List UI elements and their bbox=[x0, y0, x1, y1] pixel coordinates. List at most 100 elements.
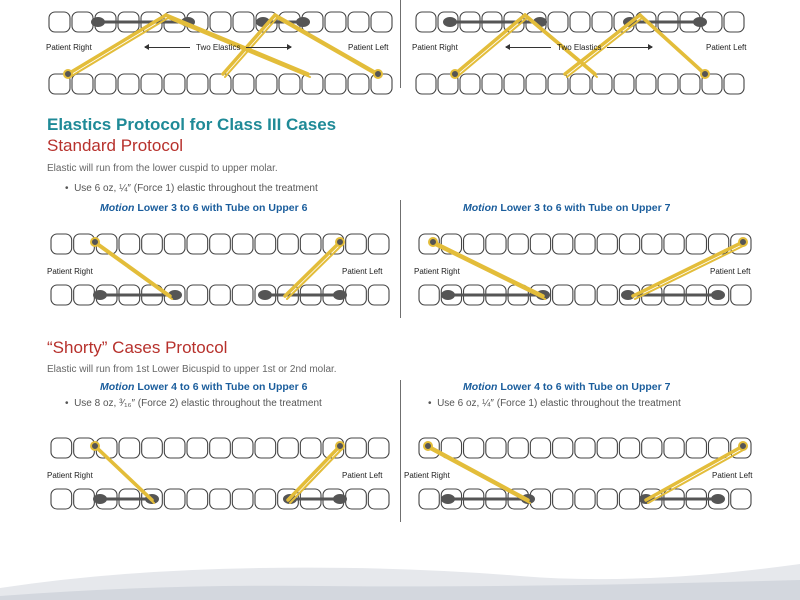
elastic-band bbox=[69, 17, 169, 78]
column-divider-section1 bbox=[400, 200, 401, 318]
tooth bbox=[485, 233, 507, 255]
upper-teeth-row bbox=[418, 233, 752, 255]
tooth bbox=[186, 488, 209, 510]
tooth bbox=[209, 73, 232, 95]
tooth bbox=[618, 437, 641, 459]
tooth bbox=[367, 437, 390, 459]
molar-tube bbox=[258, 290, 272, 300]
elastic-band bbox=[429, 448, 531, 504]
tooth bbox=[163, 233, 186, 255]
tooth bbox=[507, 233, 529, 255]
tooth bbox=[232, 73, 255, 95]
section2-left-heading: Motion Lower 4 to 6 with Tube on Upper 6 bbox=[100, 381, 307, 393]
dental-diagram-standard-lower3-upper7 bbox=[418, 233, 752, 306]
upper-teeth-row bbox=[415, 11, 745, 33]
dental-diagram-top-left bbox=[48, 11, 393, 95]
tooth bbox=[48, 11, 71, 33]
tooth bbox=[231, 284, 254, 306]
upper-teeth-row bbox=[418, 437, 752, 459]
tooth bbox=[367, 284, 390, 306]
elastic-band bbox=[641, 17, 708, 78]
lower-teeth-row bbox=[48, 73, 393, 95]
tooth bbox=[277, 233, 299, 255]
tooth bbox=[418, 284, 440, 306]
tooth bbox=[481, 73, 503, 95]
tooth bbox=[685, 233, 708, 255]
tooth bbox=[254, 437, 277, 459]
section1-right-patient-left: Patient Left bbox=[710, 267, 751, 276]
tooth bbox=[574, 233, 596, 255]
tooth bbox=[278, 73, 301, 95]
tooth bbox=[367, 488, 390, 510]
elastic-hook bbox=[373, 69, 383, 79]
section2-right-bullet-text: Use 6 oz, ¼″ (Force 1) elastic throughou… bbox=[437, 398, 681, 409]
tooth bbox=[569, 73, 591, 95]
two-elastics-label-left: Two Elastics bbox=[144, 43, 293, 52]
tooth bbox=[48, 73, 71, 95]
elastic-band bbox=[456, 17, 528, 78]
lower-teeth-row bbox=[50, 284, 390, 306]
tooth bbox=[299, 233, 322, 255]
tooth bbox=[730, 488, 752, 510]
elastic-band bbox=[96, 244, 173, 300]
tooth bbox=[418, 488, 440, 510]
tooth bbox=[209, 437, 231, 459]
tooth bbox=[613, 73, 635, 95]
tooth bbox=[657, 73, 679, 95]
elastic-hook bbox=[90, 441, 100, 451]
molar-tube bbox=[296, 17, 310, 27]
tooth bbox=[163, 73, 186, 95]
tooth bbox=[141, 233, 163, 255]
tooth bbox=[618, 233, 641, 255]
tooth bbox=[462, 233, 485, 255]
elastic-band bbox=[431, 240, 545, 298]
tooth bbox=[574, 437, 596, 459]
column-divider-section2 bbox=[400, 380, 401, 522]
tooth bbox=[591, 73, 613, 95]
tooth bbox=[574, 284, 596, 306]
tooth bbox=[209, 488, 231, 510]
upper-teeth-row bbox=[50, 437, 390, 459]
tooth bbox=[679, 73, 701, 95]
tooth bbox=[685, 437, 708, 459]
elastic-band bbox=[453, 13, 527, 76]
top-left-patient-left-label: Patient Left bbox=[348, 43, 389, 52]
tooth bbox=[552, 488, 574, 510]
section1-description: Elastic will run from the lower cuspid t… bbox=[47, 163, 278, 174]
tooth bbox=[231, 437, 254, 459]
tooth bbox=[462, 437, 485, 459]
tooth bbox=[50, 284, 73, 306]
section1-title: Elastics Protocol for Class III Cases bbox=[47, 115, 337, 134]
elastic-band bbox=[276, 17, 381, 78]
tooth bbox=[596, 233, 618, 255]
tooth bbox=[574, 488, 596, 510]
tooth bbox=[324, 73, 347, 95]
tooth bbox=[437, 73, 459, 95]
tooth bbox=[163, 437, 186, 459]
molar-tube bbox=[91, 17, 105, 27]
dental-diagram-top-right bbox=[415, 11, 745, 95]
tooth bbox=[255, 73, 278, 95]
molar-tube bbox=[711, 290, 725, 300]
lower-teeth-row bbox=[415, 73, 745, 95]
tooth bbox=[163, 488, 186, 510]
molar-tube bbox=[693, 17, 707, 27]
section1-left-heading-text: Lower 3 to 6 with Tube on Upper 6 bbox=[134, 202, 308, 214]
dental-diagram-shorty-lower4-upper7 bbox=[418, 437, 752, 510]
dental-diagram-shorty-lower4-upper6 bbox=[50, 437, 390, 510]
section1-right-motion: Motion bbox=[463, 202, 498, 214]
tooth bbox=[347, 73, 370, 95]
molar-tube bbox=[333, 290, 347, 300]
dental-diagram-standard-lower3-upper6 bbox=[50, 233, 390, 306]
tooth bbox=[209, 11, 232, 33]
tooth bbox=[71, 73, 94, 95]
section2-description: Elastic will run from 1st Lower Bicuspid… bbox=[47, 364, 337, 375]
tooth bbox=[547, 11, 569, 33]
tooth bbox=[118, 233, 141, 255]
molar-tube bbox=[441, 494, 455, 504]
elastic-band bbox=[167, 17, 311, 78]
elastic-hook bbox=[700, 69, 710, 79]
section2-left-motion: Motion bbox=[100, 381, 135, 393]
tooth bbox=[50, 437, 73, 459]
elastic-band bbox=[96, 448, 155, 504]
